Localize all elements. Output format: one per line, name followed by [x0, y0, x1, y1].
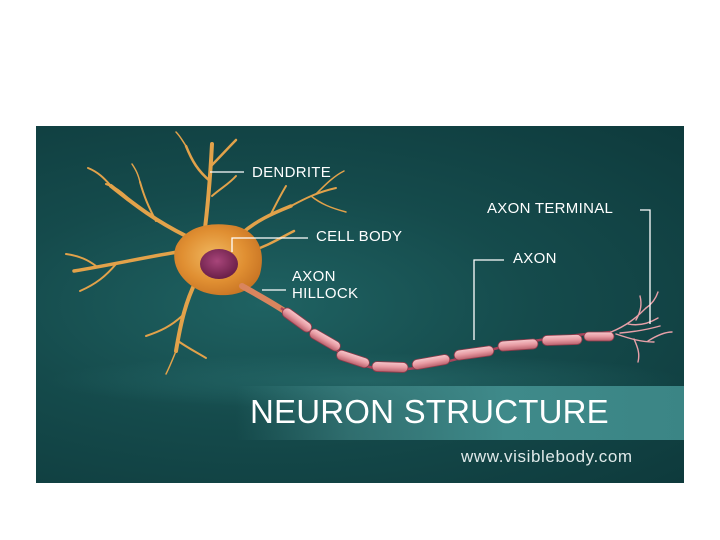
axon-terminal-label: AXON TERMINAL	[487, 200, 613, 217]
axon-leader	[474, 260, 504, 340]
diagram-title: NEURON STRUCTURE	[250, 392, 609, 432]
nucleus	[200, 249, 238, 279]
source-url: www.visiblebody.com	[461, 446, 633, 468]
axon-terminal-branches	[611, 292, 672, 362]
myelin-segment	[372, 361, 408, 372]
axon-hillock-label: AXON HILLOCK	[292, 268, 358, 302]
myelin-segment	[542, 334, 582, 345]
axon-hillock-label-line1: AXON	[292, 268, 358, 285]
dendrite-label: DENDRITE	[252, 164, 331, 181]
myelin-segment	[584, 332, 614, 341]
neuron-diagram-panel: DENDRITE CELL BODY AXON HILLOCK AXON TER…	[36, 126, 684, 483]
axon-hillock-label-line2: HILLOCK	[292, 285, 358, 302]
cell-body-label: CELL BODY	[316, 228, 402, 245]
myelin-segment	[308, 327, 342, 353]
myelin-segment	[280, 306, 313, 334]
myelin-segment	[498, 339, 539, 352]
leader-lines	[210, 172, 650, 340]
axon-label: AXON	[513, 250, 557, 267]
